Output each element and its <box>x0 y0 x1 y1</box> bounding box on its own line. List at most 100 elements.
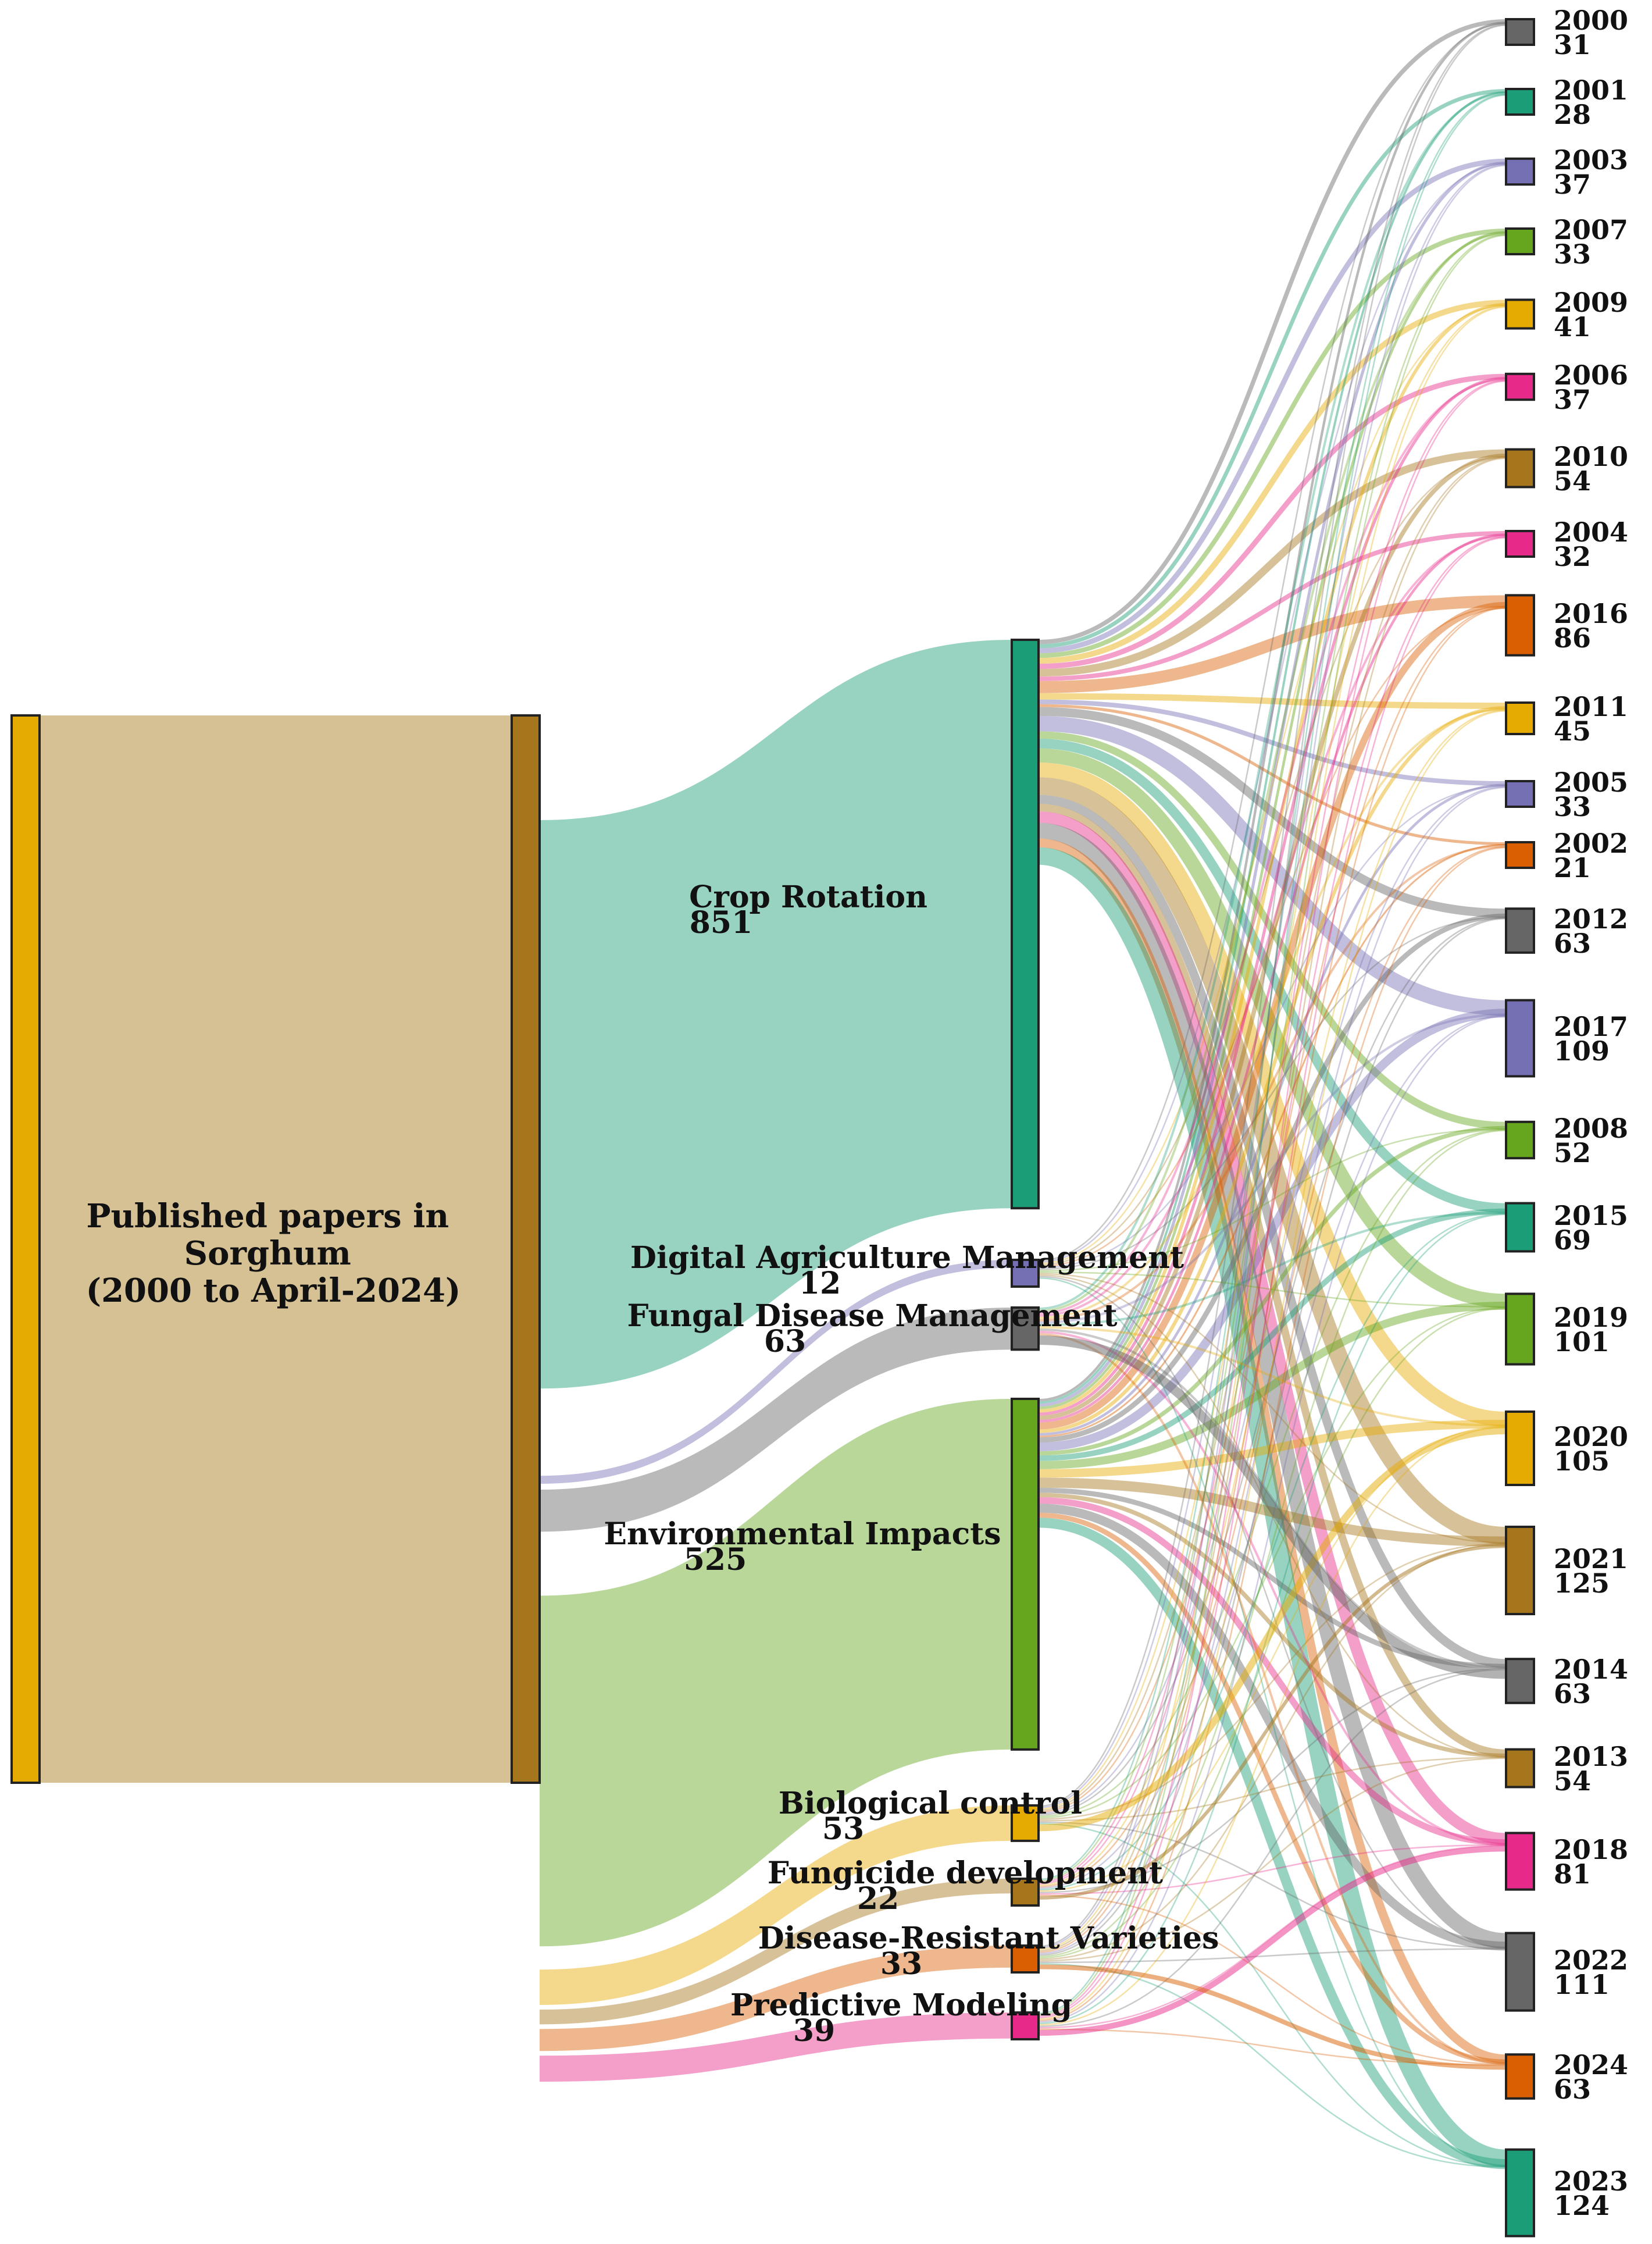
year-name: 2012 <box>1554 903 1628 935</box>
topic-node-resistant <box>1011 1944 1040 1974</box>
year-node-2010 <box>1505 448 1535 489</box>
link-root-bio <box>540 1805 1012 2006</box>
topic-node-digital <box>1011 1259 1040 1288</box>
link-root-fungicide <box>540 1879 1012 2025</box>
link-crop-2006 <box>1038 373 1507 669</box>
root-band-layer <box>35 715 512 1783</box>
topic-name: Digital Agriculture Management <box>630 1240 1184 1276</box>
year-node-2021 <box>1505 1526 1535 1615</box>
year-count: 33 <box>1554 791 1591 822</box>
link-predictive-2001 <box>1038 94 1507 2014</box>
link-digital-2012 <box>1038 916 1507 1270</box>
link-crop-2010 <box>1038 449 1507 677</box>
year-node-2022 <box>1505 1932 1535 2012</box>
link-digital-2016 <box>1038 605 1507 1267</box>
link-bio-2009 <box>1038 305 1507 1810</box>
link-bio-2000 <box>1038 23 1507 1807</box>
topic-name: Predictive Modeling <box>730 1987 1072 2023</box>
link-fungal-2004 <box>1038 535 1507 1317</box>
year-count: 21 <box>1554 852 1591 884</box>
year-name: 2001 <box>1554 74 1628 106</box>
link-crop-2011 <box>1038 693 1507 709</box>
link-fungicide-2014 <box>1038 1668 1507 1893</box>
year-name: 2023 <box>1554 2165 1628 2197</box>
link-predictive-2018 <box>1038 1844 1507 2029</box>
year-name: 2016 <box>1554 598 1628 629</box>
year-node-2011 <box>1505 701 1535 735</box>
year-name: 2013 <box>1554 1741 1628 1772</box>
link-predictive-2020 <box>1038 1426 1507 2026</box>
link-fungicide-2024 <box>1038 1894 1507 2065</box>
node-layer <box>10 18 1535 2238</box>
link-fungicide-2021 <box>1038 1544 1507 1900</box>
link-bio-2003 <box>1038 163 1507 1808</box>
year-node-2008 <box>1505 1120 1535 1160</box>
link-env-2006 <box>1038 376 1507 1416</box>
topic-value: 33 <box>880 1946 922 1982</box>
topic-name: Fungal Disease Management <box>627 1298 1117 1334</box>
link-bio-2005 <box>1038 786 1507 1814</box>
link-env-2023 <box>1038 1518 1507 2170</box>
link-root-crop <box>540 640 1012 1389</box>
year-name: 2005 <box>1554 767 1628 798</box>
topic-value: 525 <box>684 1542 747 1577</box>
link-bio-2012 <box>1038 917 1507 1816</box>
year-node-2007 <box>1505 227 1535 255</box>
link-digital-2008 <box>1038 1128 1507 1271</box>
year-count: 124 <box>1554 2190 1610 2221</box>
topic-name: Environmental Impacts <box>604 1516 1001 1552</box>
year-count: 111 <box>1554 1969 1610 2000</box>
year-count: 69 <box>1554 1224 1591 1256</box>
link-crop-2012 <box>1038 707 1507 918</box>
link-fungicide-2017 <box>1038 1014 1507 1889</box>
year-node-2013 <box>1505 1748 1535 1789</box>
link-crop-2001 <box>1038 89 1507 649</box>
year-name: 2011 <box>1554 691 1628 722</box>
year-node-2001 <box>1505 88 1535 116</box>
year-node-2003 <box>1505 157 1535 186</box>
root-band <box>35 715 512 1783</box>
topic-value: 851 <box>690 905 753 941</box>
topic-node-bio <box>1011 1804 1040 1842</box>
link-predictive-2004 <box>1038 537 1507 2018</box>
link-env-2007 <box>1038 231 1507 1409</box>
link-env-2015 <box>1038 1208 1507 1461</box>
year-node-2014 <box>1505 1658 1535 1704</box>
link-digital-2019 <box>1038 1271 1507 1308</box>
link-resistant-2000 <box>1038 24 1507 1947</box>
year-node-2002 <box>1505 841 1535 869</box>
year-count: 54 <box>1554 465 1591 497</box>
link-bio-2008 <box>1038 1129 1507 1817</box>
root-node-left <box>10 714 41 1784</box>
year-count: 28 <box>1554 99 1591 130</box>
year-node-2000 <box>1505 18 1535 46</box>
year-count: 86 <box>1554 622 1591 654</box>
year-count: 32 <box>1554 541 1591 572</box>
link-env-2008 <box>1038 1125 1507 1456</box>
topic-value: 63 <box>764 1324 806 1359</box>
year-count: 31 <box>1554 29 1591 60</box>
link-predictive-2014 <box>1038 1668 1507 2027</box>
root-to-topic-links <box>540 640 1012 2082</box>
link-digital-2003 <box>1038 163 1507 1263</box>
year-count: 101 <box>1554 1326 1610 1358</box>
link-bio-2022 <box>1038 1821 1507 1949</box>
link-fungicide-2006 <box>1038 379 1507 1883</box>
year-count: 105 <box>1554 1445 1610 1477</box>
link-env-2012 <box>1038 913 1507 1442</box>
link-root-resistant <box>540 1946 1012 2051</box>
year-name: 2006 <box>1554 359 1628 391</box>
